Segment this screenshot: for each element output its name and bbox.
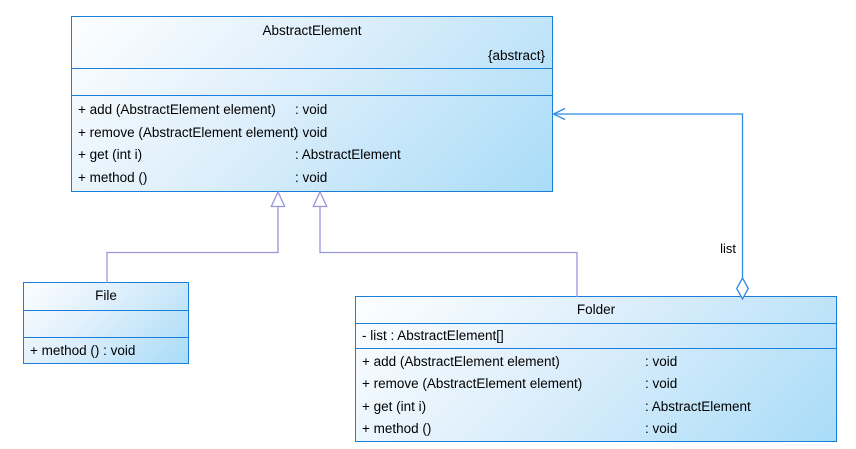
generalization-folder-line	[319, 206, 578, 297]
attributes-compartment: - list : AbstractElement[]	[356, 323, 836, 348]
class-title-compartment: Folder	[356, 297, 836, 323]
method-return-type: : void	[645, 376, 678, 392]
class-name: Folder	[576, 302, 616, 317]
method-signature: + remove (AbstractElement element)	[362, 376, 583, 392]
method-row: + get (int i) : AbstractElement	[72, 144, 552, 165]
method-return-type: : void	[295, 124, 328, 140]
class-title-compartment: AbstractElement {abstract}	[72, 17, 552, 68]
method-row: + add (AbstractElement element) : void	[356, 351, 836, 372]
attribute-row: - list : AbstractElement[]	[362, 328, 504, 343]
class-name: AbstractElement	[262, 23, 362, 38]
generalization-file-line	[106, 206, 279, 283]
method-return-type: : void	[295, 170, 328, 186]
method-signature: + method () : void	[30, 342, 136, 358]
class-title-compartment: File	[24, 283, 188, 310]
association-role-label: list	[720, 241, 736, 256]
method-signature: + remove (AbstractElement element)	[78, 124, 299, 140]
class-name: File	[95, 288, 117, 303]
class-box-folder[interactable]: Folder - list : AbstractElement[] + add …	[355, 296, 837, 442]
method-signature: + method ()	[362, 421, 432, 437]
method-row: + get (int i) : AbstractElement	[356, 396, 836, 417]
method-return-type: : AbstractElement	[295, 147, 401, 163]
attributes-compartment-empty	[72, 68, 552, 95]
generalization-file-triangle-icon	[270, 190, 286, 208]
method-return-type: : AbstractElement	[645, 398, 751, 414]
method-row: + remove (AbstractElement element) : voi…	[72, 122, 552, 143]
method-row: + add (AbstractElement element) : void	[72, 99, 552, 120]
generalization-folder-triangle-icon	[312, 190, 328, 208]
attributes-compartment-empty	[24, 310, 188, 337]
methods-compartment: + add (AbstractElement element) : void +…	[356, 348, 836, 441]
open-arrowhead-icon	[551, 107, 566, 121]
method-signature: + add (AbstractElement element)	[362, 353, 560, 369]
abstract-stereotype: {abstract}	[487, 48, 545, 63]
method-return-type: : void	[295, 101, 328, 117]
method-signature: + get (int i)	[362, 398, 427, 414]
method-signature: + method ()	[78, 170, 148, 186]
method-row: + method () : void	[356, 418, 836, 439]
method-signature: + get (int i)	[78, 147, 143, 163]
method-signature: + add (AbstractElement element)	[78, 101, 276, 117]
method-row: + method () : void	[72, 167, 552, 188]
methods-compartment: + add (AbstractElement element) : void +…	[72, 95, 552, 191]
class-box-abstract-element[interactable]: AbstractElement {abstract} + add (Abstra…	[71, 16, 553, 192]
class-box-file[interactable]: File + method () : void	[23, 282, 189, 364]
method-return-type: : void	[645, 421, 678, 437]
method-row: + method () : void	[24, 340, 188, 362]
method-return-type: : void	[645, 353, 678, 369]
method-row: + remove (AbstractElement element) : voi…	[356, 373, 836, 394]
methods-compartment: + method () : void	[24, 337, 188, 363]
